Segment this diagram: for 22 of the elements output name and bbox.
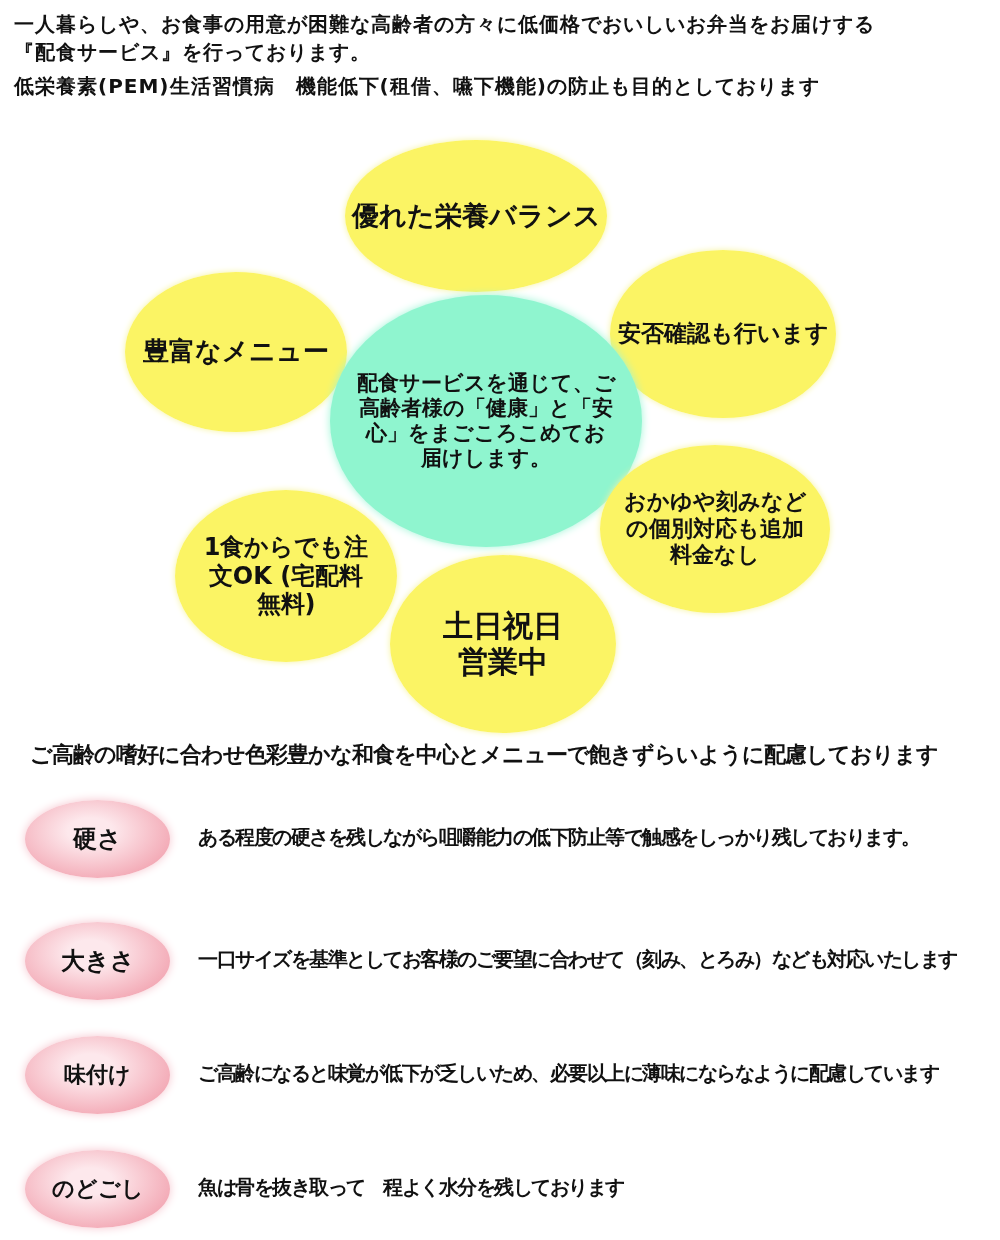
feature-text: 配食サービスを通じて、ご高齢者様の「健康」と「安心」をまごころこめてお届けします。 (356, 370, 616, 472)
feature-text: 豊富なメニュー (143, 336, 329, 368)
item-label: 味付け (64, 1061, 131, 1089)
description-text: 魚は骨を抜き取って 程よく水分を残しております (198, 1174, 624, 1201)
label-oval (25, 1150, 170, 1228)
label-oval (25, 1036, 170, 1114)
label-oval (25, 922, 170, 1000)
label-oval (25, 800, 170, 878)
intro-paragraph: 一人暮らしや、お食事の用意が困難な高齢者の方々に低価格でおいしいお弁当をお届けする『配食サービス』を行っております。 (14, 11, 876, 66)
description-text: 一口サイズを基準としてお客様のご要望に合わせて（刻み、とろみ）なども対応いたします (198, 946, 957, 973)
section-heading: ご高齢の嗜好に合わせ色彩豊かな和食を中心とメニューで飽きずらいように配慮しております (30, 741, 939, 769)
intro-note: 低栄養素(PEM)生活習慣病 機能低下(租借、嚥下機能)の防止も目的としております (14, 73, 821, 100)
feature-text: 安否確認も行います (617, 320, 829, 348)
feature-text: 優れた栄養バランス (351, 199, 601, 233)
description-text: ご高齢になると味覚が低下が乏しいため、必要以上に薄味にならなように配慮しています (198, 1060, 938, 1087)
description-text: ある程度の硬さを残しながら咀嚼能力の低下防止等で触感をしっかり残しております。 (198, 824, 920, 851)
feature-text: 1食からでも注文OK (宅配料無料) (202, 532, 370, 620)
feature-text: 土日祝日営業中 (442, 608, 564, 680)
feature-text: おかゆや刻みなどの個別対応も追加料金なし (622, 489, 808, 569)
item-label: 硬さ (73, 824, 122, 854)
item-label: 大きさ (60, 946, 135, 976)
item-label: のどごし (51, 1175, 144, 1203)
